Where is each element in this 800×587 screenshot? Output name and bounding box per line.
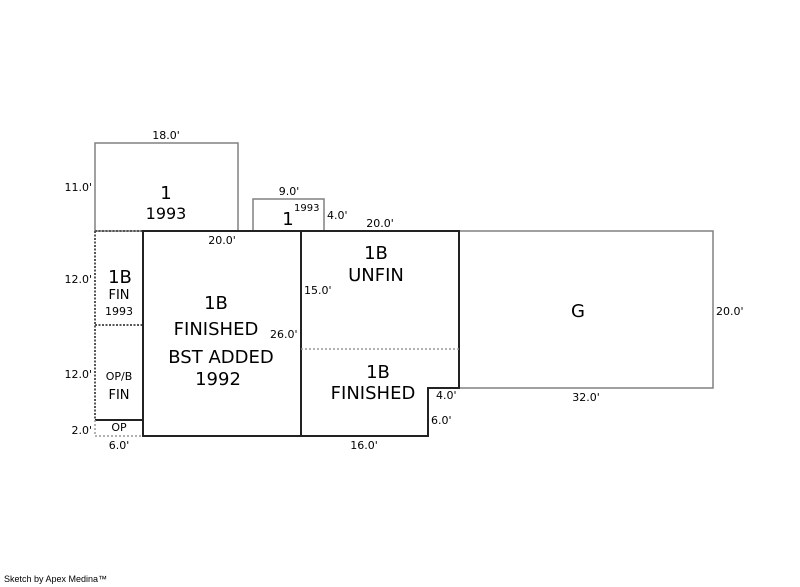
dim: 12.0' <box>64 368 92 381</box>
dim: 6.0' <box>431 414 452 427</box>
dim: 4.0' <box>327 209 348 222</box>
area-label: G <box>571 301 585 322</box>
area-bst <box>142 230 302 437</box>
area-label: BST ADDED <box>168 347 273 368</box>
area-label: 1 <box>282 209 293 230</box>
area-label: OP <box>111 421 127 434</box>
area-label: 1B <box>366 362 390 383</box>
area-label: 1993 <box>294 203 319 214</box>
footer-credit: Sketch by Apex Medina™ <box>4 574 108 584</box>
area-label: 1993 <box>146 204 187 223</box>
dim: 20.0' <box>366 217 394 230</box>
area-label: 1B <box>108 267 132 288</box>
dim: 20.0' <box>716 305 744 318</box>
dim: 26.0' <box>270 328 298 341</box>
area-label: FIN <box>108 388 129 403</box>
dim: 15.0' <box>304 284 332 297</box>
dim: 9.0' <box>279 185 300 198</box>
dim: 4.0' <box>436 389 457 402</box>
area-label: 1993 <box>105 305 133 318</box>
area-label: FINISHED <box>174 319 259 340</box>
area-garage <box>458 230 714 389</box>
area-label: FIN <box>108 288 129 303</box>
dim: 18.0' <box>152 129 180 142</box>
area-label: 1 <box>160 183 171 204</box>
area-label: UNFIN <box>348 265 404 286</box>
dim: 11.0' <box>64 181 92 194</box>
dim: 2.0' <box>71 424 92 437</box>
dim: 6.0' <box>109 439 130 452</box>
area-label: 1992 <box>195 369 241 390</box>
area-label: 1B <box>364 243 388 264</box>
dim: 16.0' <box>350 439 378 452</box>
dim: 32.0' <box>572 391 600 404</box>
area-1b-right <box>301 230 460 437</box>
area-label: FINISHED <box>331 383 416 404</box>
dim: 20.0' <box>208 234 236 247</box>
dim: 12.0' <box>64 273 92 286</box>
area-label: OP/B <box>106 370 133 383</box>
area-label: 1B <box>204 293 228 314</box>
